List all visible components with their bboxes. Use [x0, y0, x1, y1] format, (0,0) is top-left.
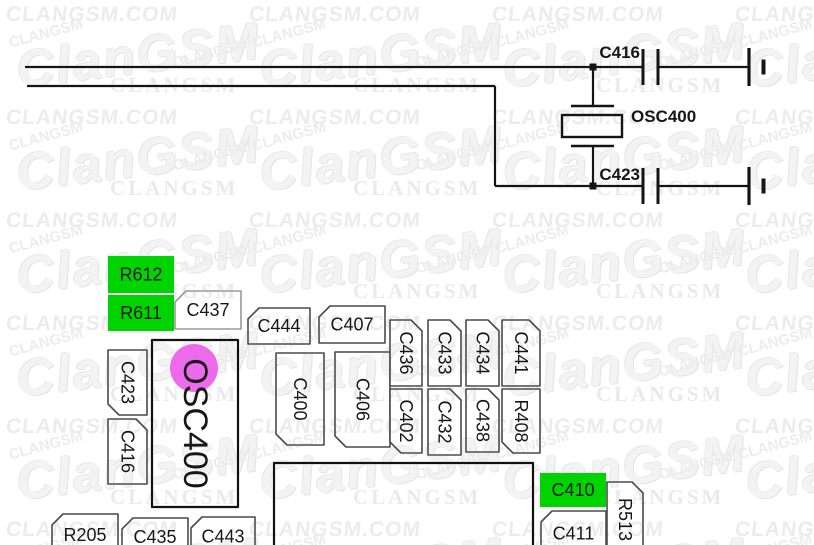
component-c444-label: C444 [257, 316, 300, 336]
component-c436-label: C436 [396, 331, 416, 374]
component-c441-label: C441 [511, 331, 531, 374]
component-c437-label: C437 [186, 300, 229, 320]
component-c438-label: C438 [473, 399, 493, 442]
component-c400 [275, 352, 325, 446]
component-c400-label: C400 [290, 377, 310, 420]
component-r205-label: R205 [63, 525, 106, 545]
component-r612 [108, 256, 174, 293]
component-c433 [427, 319, 462, 387]
component-c416-label: C416 [118, 430, 138, 473]
component-c411-label: C411 [553, 524, 595, 544]
highlight-circle [170, 344, 218, 392]
ic-outline [272, 461, 535, 545]
component-c416 [107, 418, 148, 485]
component-r408-label: R408 [511, 399, 531, 442]
component-c443-label: C443 [201, 527, 244, 545]
component-c402 [389, 388, 423, 454]
component-r513-label: R513 [615, 498, 635, 541]
component-c435-label: C435 [133, 527, 176, 545]
component-r205 [51, 513, 119, 545]
component-c438 [465, 388, 500, 453]
component-c406-label: C406 [353, 378, 373, 421]
component-c432 [427, 388, 462, 456]
crystal-osc400 [560, 113, 624, 139]
component-c406 [334, 351, 391, 448]
component-r611-label: R611 [120, 303, 162, 323]
schematic-crystal-label: OSC400 [631, 107, 696, 126]
component-c407-label: C407 [330, 315, 373, 335]
component-c436 [389, 319, 423, 387]
component-c443 [190, 516, 256, 545]
component-r612-label: R612 [119, 265, 162, 285]
component-r611 [108, 295, 174, 331]
component-c432-label: C432 [435, 400, 455, 443]
schematic-capacitor-label: C416 [599, 43, 640, 62]
component-r408 [501, 388, 541, 454]
component-c437 [174, 290, 242, 330]
junction-dot [589, 182, 597, 190]
component-osc400-label: OSC400 [176, 358, 214, 488]
component-c423-label: C423 [118, 361, 138, 404]
component-c402-label: C402 [396, 399, 416, 442]
component-c433-label: C433 [435, 331, 455, 374]
component-c434 [465, 319, 500, 387]
component-c444 [247, 307, 311, 345]
component-c434-label: C434 [473, 331, 493, 374]
junction-dot [589, 63, 597, 71]
component-c435 [121, 517, 189, 545]
component-osc400 [150, 338, 240, 509]
component-c423 [107, 349, 148, 416]
component-c410 [540, 473, 606, 507]
schematic-capacitor-label: C423 [599, 165, 640, 184]
component-c407 [318, 305, 386, 344]
component-c411 [540, 510, 607, 545]
component-c410-label: C410 [551, 480, 594, 500]
component-c441 [501, 319, 541, 387]
